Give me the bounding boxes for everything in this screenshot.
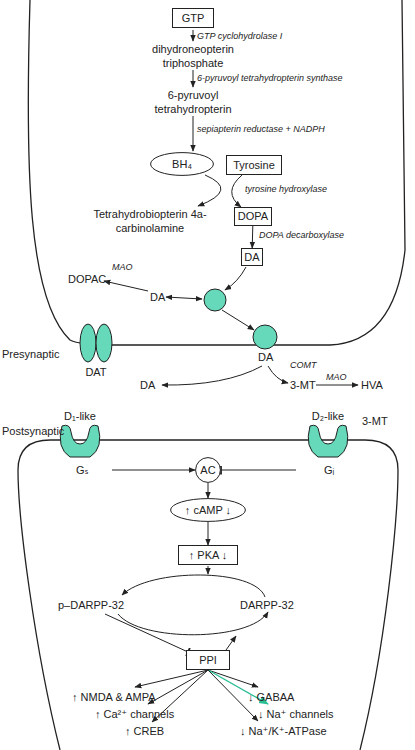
receptor-label: D₁-like	[38, 410, 122, 423]
text-label: ↓ Na⁺ channels	[258, 707, 334, 721]
text-label: ↑ CREB	[125, 724, 164, 738]
transporter: DAT	[72, 322, 120, 382]
pathway-arrow	[208, 566, 209, 574]
text-holder: AC	[195, 457, 221, 483]
cycle-arc	[118, 612, 268, 635]
text-holder: ↑ cAMP ↓	[170, 498, 246, 522]
receptor: D₂-likeGᵢ	[296, 410, 360, 478]
pathway-arrow	[226, 636, 236, 650]
text-label: p–DARPP-32	[58, 598, 124, 612]
node-text: BH₄	[172, 158, 192, 171]
enzyme-label: MAO	[326, 372, 347, 383]
g-protein-label: Gᵢ	[324, 464, 334, 477]
node-text: AC	[200, 464, 215, 477]
text-label: DA	[258, 350, 273, 364]
text-label: Tetrahydrobiopterin 4a-carbinolamine	[90, 207, 210, 235]
receptor-outline	[296, 424, 360, 460]
ellipse-shape	[151, 153, 214, 176]
node-text: GTP	[182, 12, 205, 25]
pathway-arrow	[162, 366, 262, 385]
text-label: DARPP-32	[240, 598, 294, 612]
precursor-box: Tyrosine	[226, 155, 282, 175]
enzyme-label: COMT	[290, 360, 317, 371]
text-label: DA	[140, 378, 155, 392]
enzyme-label: DOPA decarboxylase	[259, 230, 344, 241]
arrow-connector	[112, 470, 195, 471]
text-label: 3-MT	[362, 414, 388, 428]
receptor-label: D₂-like	[286, 410, 370, 423]
kinase-box: ↑ PKA ↓	[178, 545, 238, 565]
pathway-arrow	[316, 385, 358, 386]
text-label: ↓ Na⁺/K⁺-ATPase	[240, 724, 327, 738]
text-label: 3-MT	[290, 378, 316, 392]
node-text: PPI	[199, 654, 217, 667]
arrow-connector	[252, 226, 254, 248]
transporter-shape	[80, 324, 96, 362]
postsynaptic-membrane	[18, 440, 398, 750]
precursor-box: GTP	[172, 8, 214, 28]
node-text: DOPA	[238, 210, 268, 223]
enzyme-label: sepiapterin reductase + NADPH	[197, 124, 325, 135]
exchange-arrow	[166, 297, 202, 299]
pathway-arrow	[268, 366, 288, 383]
pathway-arrow	[198, 175, 221, 206]
node-text: Tyrosine	[233, 159, 275, 172]
receptor-shape	[60, 425, 100, 457]
ellipse-shape	[171, 499, 246, 522]
pathway-arrow	[193, 70, 194, 87]
enzyme-label: tyrosine hydroxylase	[245, 184, 327, 195]
text-label: dihydroneopterin triphosphate	[143, 42, 243, 70]
receptor-shape	[308, 425, 348, 457]
g-protein-label: Gₛ	[76, 464, 89, 477]
text-label: HVA	[361, 378, 383, 392]
messenger-ellipse: ↑ cAMP ↓	[170, 498, 246, 522]
inhibition-line	[105, 614, 188, 652]
node-text: ↑ cAMP ↓	[185, 504, 231, 517]
inhibition-connector	[221, 470, 296, 471]
effect-arrow	[135, 670, 208, 687]
text-label: 6-pyruvoyl tetrahydropterin	[138, 88, 248, 116]
text-label: DA	[150, 290, 165, 304]
cycle-arc	[122, 575, 265, 597]
text-label: DOPAC	[68, 272, 106, 286]
enzyme-label: 6-pyruvoyl tetrahydropterin synthase	[197, 73, 343, 84]
pathway-arrow	[222, 310, 254, 330]
pathway-arrow	[193, 30, 194, 41]
node-text: DA	[244, 251, 259, 264]
text-label: Postsynaptic	[2, 424, 64, 438]
transporter-label: DAT	[62, 366, 130, 379]
effect-arrow	[148, 670, 208, 704]
arrow-connector	[208, 522, 209, 545]
enzyme-label: GTP cyclohydrolase I	[197, 31, 282, 42]
text-label: ↓ GABAA	[248, 690, 294, 704]
transporter-shape	[96, 324, 112, 362]
vesicle	[204, 289, 226, 311]
enzyme-circle: AC	[195, 457, 221, 483]
transporter-outline	[72, 322, 120, 364]
node-text: ↑ PKA ↓	[189, 549, 228, 562]
cofactor-ellipse: BH₄	[150, 152, 214, 176]
fused-vesicle	[253, 325, 277, 349]
text-label: ↑ Ca²⁺ channels	[95, 707, 174, 721]
receptor: D₁-likeGₛ	[48, 410, 112, 478]
ellipse-shape	[196, 458, 221, 483]
arrow-connector	[208, 483, 209, 498]
pathway-arrow	[104, 281, 148, 291]
pathway-arrow	[193, 116, 194, 151]
pathway-arrow	[225, 267, 246, 290]
dopamine-box: DA	[241, 248, 263, 266]
presynaptic-membrane	[28, 0, 405, 345]
arrow-connector	[232, 175, 242, 207]
text-label: Presynaptic	[2, 347, 59, 361]
precursor-box: DOPA	[234, 207, 272, 226]
enzyme-label: MAO	[112, 262, 133, 273]
phosphatase-box: PPI	[186, 650, 230, 670]
text-holder: BH₄	[150, 152, 214, 176]
text-label: ↑ NMDA & AMPA	[72, 690, 156, 704]
